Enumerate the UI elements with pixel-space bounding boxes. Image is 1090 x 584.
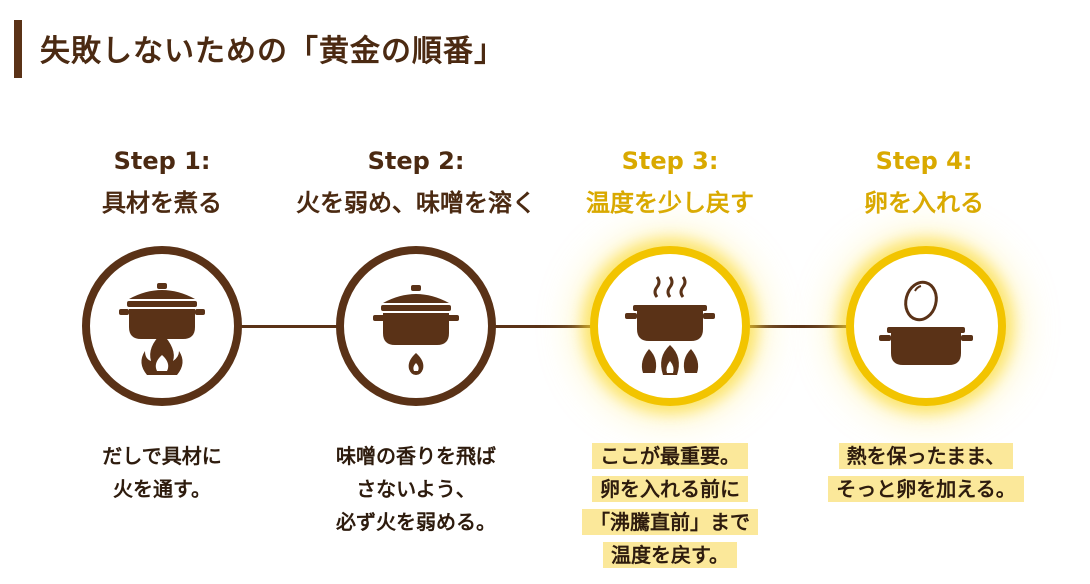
description-line: さないよう、 <box>356 477 476 501</box>
step-4-description: 熱を保ったまま、 そっと卵を加える。 <box>796 440 1056 506</box>
steaming-pot-icon <box>625 276 715 375</box>
egg-into-pot-icon <box>879 280 973 365</box>
step-3-heading: Step 3: 温度を少し戻す <box>540 146 800 218</box>
connector-line <box>492 325 592 328</box>
description-line: 熱を保ったまま、 <box>838 443 1014 469</box>
description-line: だしで具材に <box>102 444 222 468</box>
connector-line <box>750 325 850 328</box>
step-2-heading: Step 2: 火を弱め、味噌を溶く <box>286 146 546 218</box>
step-2-description: 味噌の香りを飛ば さないよう、 必ず火を弱める。 <box>286 440 546 539</box>
description-line: 必ず火を弱める。 <box>336 510 496 534</box>
step-number: Step 1: <box>113 147 211 175</box>
pot-on-fire-icon <box>119 283 205 375</box>
step-1-circle <box>82 246 242 406</box>
step-name: 具材を煮る <box>102 189 222 217</box>
description-line: 「沸騰直前」まで <box>582 509 758 535</box>
step-4-heading: Step 4: 卵を入れる <box>794 146 1054 218</box>
connector-line <box>238 325 338 328</box>
page-title: 失敗しないための「黄金の順番」 <box>40 34 505 69</box>
description-line: ここが最重要。 <box>592 443 748 469</box>
step-3-circle <box>590 246 750 406</box>
step-number: Step 4: <box>875 147 973 175</box>
step-number: Step 2: <box>367 147 465 175</box>
step-name: 温度を少し戻す <box>586 189 754 217</box>
description-line: そっと卵を加える。 <box>828 476 1024 502</box>
description-line: 味噌の香りを飛ば <box>336 444 496 468</box>
step-name: 卵を入れる <box>864 189 984 217</box>
step-number: Step 3: <box>621 147 719 175</box>
description-line: 卵を入れる前に <box>592 476 748 502</box>
step-4-circle <box>846 246 1006 406</box>
pot-low-flame-icon <box>373 285 459 375</box>
title-accent-bar <box>14 20 22 78</box>
description-line: 温度を戻す。 <box>603 542 737 568</box>
step-2-circle <box>336 246 496 406</box>
step-1-description: だしで具材に 火を通す。 <box>32 440 292 506</box>
step-1-heading: Step 1: 具材を煮る <box>32 146 292 218</box>
step-name: 火を弱め、味噌を溶く <box>296 189 536 217</box>
step-3-description: ここが最重要。 卵を入れる前に 「沸騰直前」まで 温度を戻す。 <box>540 440 800 572</box>
description-line: 火を通す。 <box>113 477 211 501</box>
